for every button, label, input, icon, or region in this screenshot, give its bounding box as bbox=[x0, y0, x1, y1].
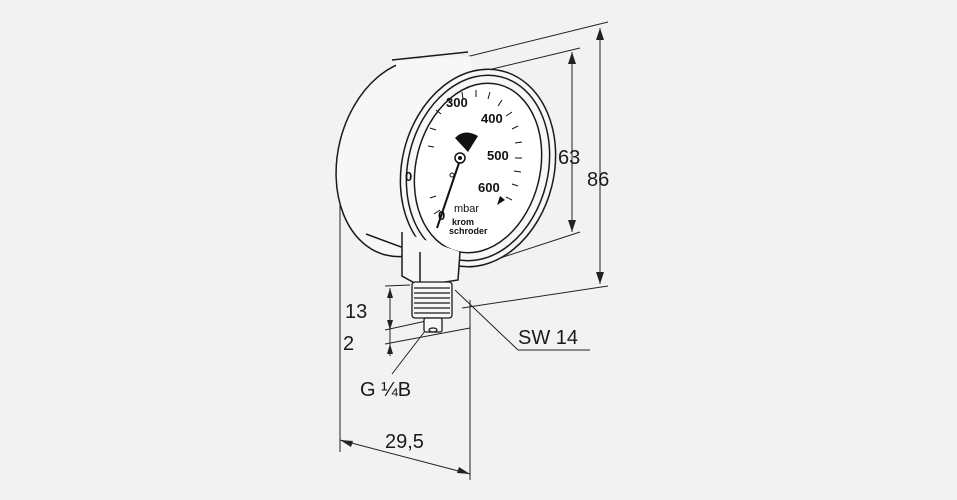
wrench-size-label: SW 14 bbox=[518, 327, 578, 349]
unit-label: mbar bbox=[454, 203, 479, 215]
gauge-body bbox=[335, 51, 557, 268]
stop-marker bbox=[497, 196, 505, 205]
scale-label-500: 500 bbox=[487, 148, 509, 163]
dimension-13-2: 13 2 bbox=[343, 288, 393, 356]
scale-label-400: 400 bbox=[481, 111, 503, 126]
dial-ticks bbox=[427, 90, 523, 215]
scale-label-left: 0 bbox=[405, 169, 412, 184]
brand-line-2: schroder bbox=[449, 226, 488, 236]
pointer-needle bbox=[436, 132, 478, 229]
dimension-13-label: 13 bbox=[345, 301, 367, 323]
brand-line-1: krom bbox=[452, 217, 474, 227]
scale-label-600: 600 bbox=[478, 180, 500, 195]
brand-logo: krom schroder bbox=[449, 217, 488, 236]
dimension-86-label: 86 bbox=[587, 169, 609, 191]
dimension-29-5: 29,5 bbox=[339, 431, 471, 475]
dimension-2-label: 2 bbox=[343, 333, 354, 355]
dimension-63: 63 bbox=[558, 52, 580, 232]
thread-spec-label: G ¼B bbox=[360, 379, 411, 401]
dimension-29-5-label: 29,5 bbox=[385, 431, 424, 453]
threaded-stem bbox=[411, 281, 453, 333]
dimension-63-label: 63 bbox=[558, 147, 580, 169]
scale-label-300: 300 bbox=[446, 95, 468, 110]
dimension-86: 86 bbox=[587, 28, 609, 284]
